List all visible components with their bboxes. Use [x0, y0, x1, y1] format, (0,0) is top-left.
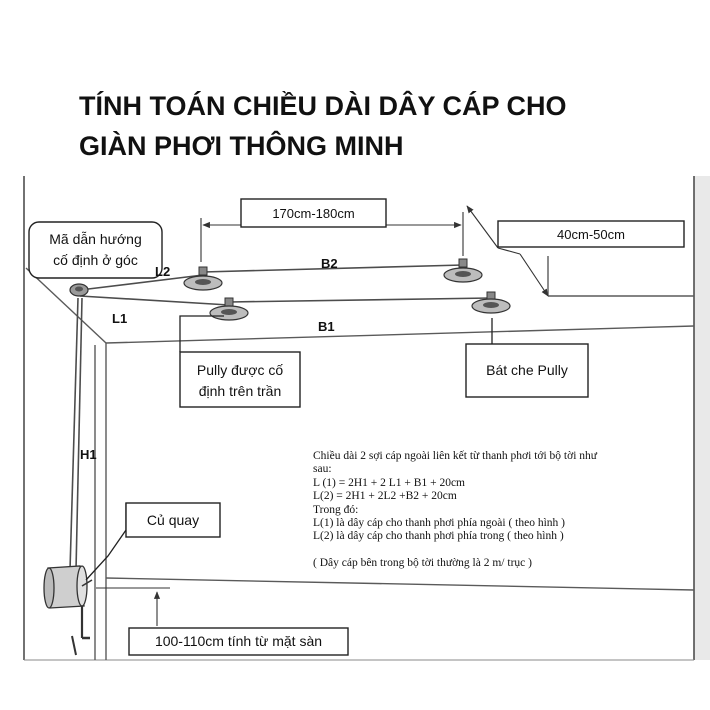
pulley-fixed-label-line1: Pully được cố: [197, 362, 283, 378]
pulley-fixed-leader: [179, 315, 224, 352]
dim-top-box: [240, 198, 387, 228]
cable-L1: [79, 295, 230, 306]
height-from-floor-label: 100-110cm tính từ mặt sàn: [155, 633, 322, 649]
label-B2: B2: [321, 256, 338, 271]
corner-guide-icon: [69, 283, 89, 297]
note-spacer: [313, 544, 698, 557]
note-formula-L2: L(2) = 2H1 + 2L2 +B2 + 20cm: [313, 490, 457, 503]
cable-H1-a: [69, 297, 79, 571]
note-formula-L1: L (1) = 2H1 + 2 L1 + B1 + 20cm: [313, 476, 465, 489]
cables: [69, 264, 492, 571]
ceiling-edge-diagonal: [25, 267, 107, 344]
pulley-cover-label: Bát che Pully: [486, 362, 568, 378]
note-line-2: sau:: [313, 463, 332, 476]
dim-right-box: [497, 220, 685, 248]
cable-length-note: Chiều dài 2 sợi cáp ngoài liên kết từ th…: [313, 450, 698, 570]
height-callout: [128, 627, 349, 656]
cable-B1: [228, 297, 492, 303]
label-L2: L2: [155, 264, 170, 279]
label-L1: L1: [112, 311, 127, 326]
cable-B2: [202, 264, 464, 273]
title-line-1: TÍNH TOÁN CHIỀU DÀI DÂY CÁP CHO: [79, 91, 567, 121]
pulley-fixed-callout: [179, 351, 301, 408]
title-line-2: GIÀN PHƠI THÔNG MINH: [79, 131, 404, 161]
page-title: TÍNH TOÁN CHIỀU DÀI DÂY CÁP CHO GIÀN PHƠ…: [79, 86, 567, 166]
wall-floor-reference: [105, 577, 695, 591]
crank-label: Củ quay: [147, 512, 199, 528]
label-B1: B1: [318, 319, 335, 334]
cable-H1-b: [75, 297, 83, 571]
note-line-8: ( Dây cáp bên trong bộ tời thường là 2 m…: [313, 556, 532, 569]
pulley-cover-callout: [465, 343, 589, 398]
room-outline: [25, 256, 695, 660]
dimension-height: [96, 587, 170, 626]
pulley-icon-b2-right: [443, 258, 483, 283]
note-line-6: L(1) là dây cáp cho thanh phơi phía ngoà…: [313, 517, 565, 530]
ceiling-front-edge: [105, 325, 695, 344]
corner-guide-label-line2: cố định ở góc: [53, 252, 138, 268]
crank-callout: [125, 502, 221, 538]
pulley-icon-b2-left: [183, 266, 223, 291]
corner-guide-label-line1: Mã dẫn hướng: [49, 231, 142, 247]
dimension-right: [466, 205, 549, 297]
note-line-5: Trong đó:: [313, 503, 359, 516]
note-line-7: L(2) là dây cáp cho thanh phơi phía tron…: [313, 530, 564, 543]
pulley-icon-b1-right: [471, 291, 511, 314]
corner-guide-callout: [28, 221, 163, 279]
pulley-fixed-label-line2: định trên trần: [199, 383, 282, 399]
label-H1: H1: [80, 447, 97, 462]
dim-top-label: 170cm-180cm: [272, 206, 354, 221]
right-wall-shade: [694, 176, 710, 660]
cable-L2: [79, 274, 204, 291]
crank-winch-icon: [43, 565, 93, 656]
note-line-1: Chiều dài 2 sợi cáp ngoài liên kết từ th…: [313, 450, 598, 462]
dim-right-label: 40cm-50cm: [557, 227, 625, 242]
